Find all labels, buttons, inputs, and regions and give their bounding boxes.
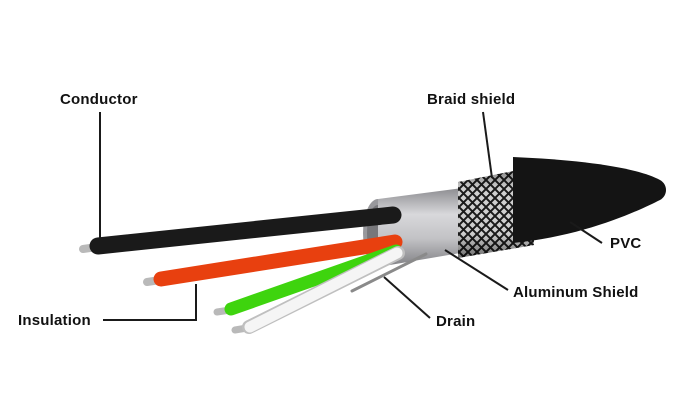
drain-wire (350, 252, 428, 293)
white-wire-insulation (244, 247, 403, 333)
label-aluminum-shield: Aluminum Shield (513, 284, 639, 301)
braid-shield-leader-line (482, 111, 493, 179)
red-wire-insulation (153, 234, 403, 287)
black-wire (79, 206, 402, 255)
pvc-leader-line (569, 221, 603, 244)
white-wire (231, 246, 405, 334)
red-wire (143, 234, 403, 287)
black-wire-insulation (89, 206, 402, 255)
pvc-jacket (513, 157, 666, 243)
drain-leader-line (383, 276, 431, 319)
shield-tube (378, 186, 478, 267)
aluminum-shield-leader-line (444, 249, 509, 291)
label-conductor: Conductor (60, 91, 138, 108)
insulation-leader-line (103, 284, 197, 321)
label-drain: Drain (436, 313, 476, 330)
label-insulation: Insulation (18, 312, 91, 329)
label-braid-shield: Braid shield (427, 91, 516, 108)
label-pvc: PVC (610, 235, 642, 252)
